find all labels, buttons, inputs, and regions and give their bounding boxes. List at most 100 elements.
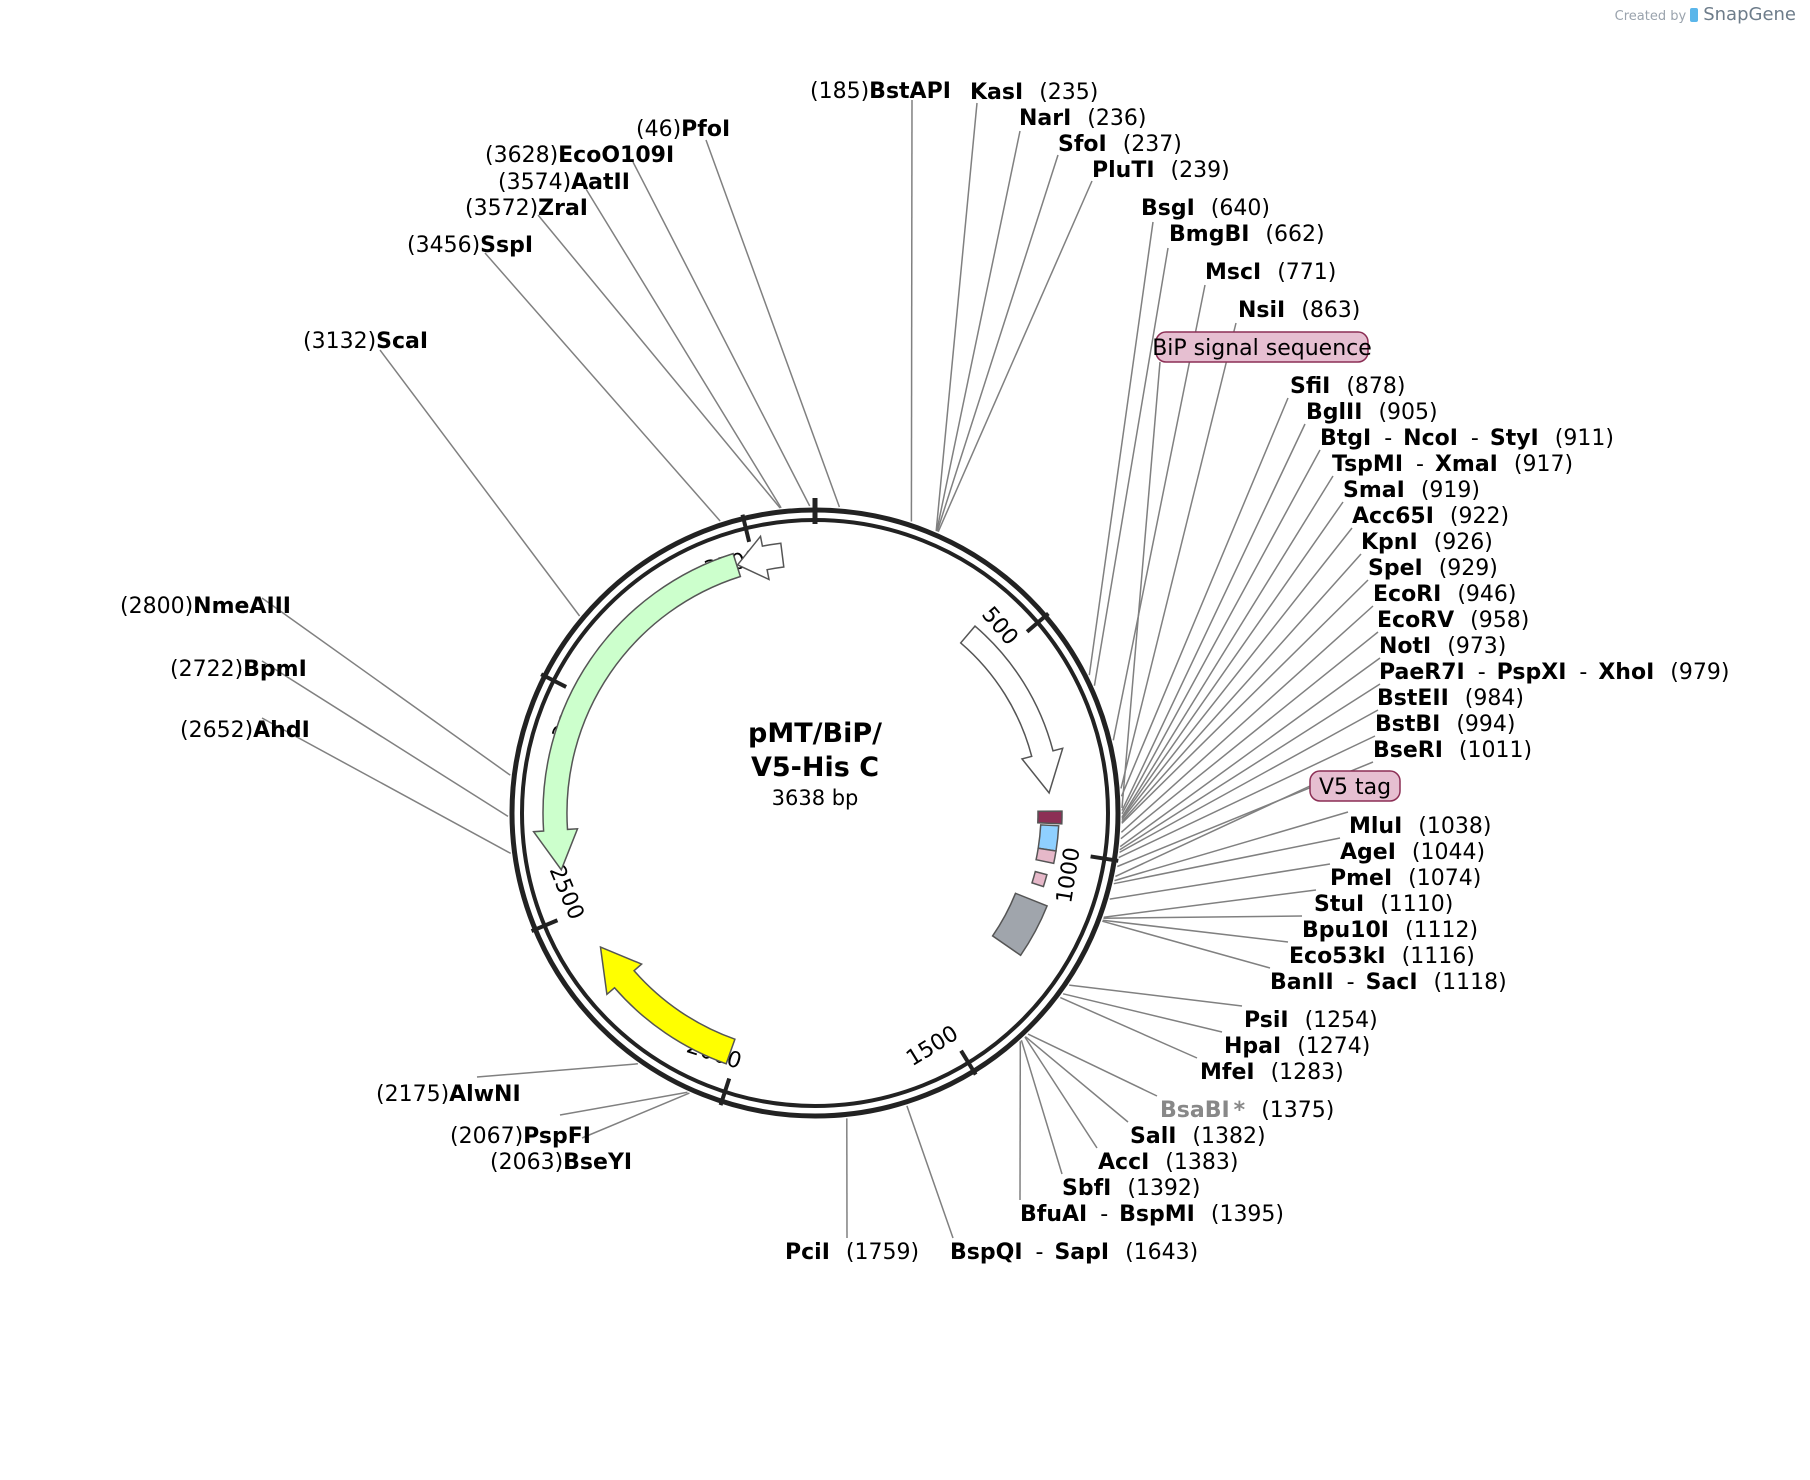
site-name: AccI	[1098, 1150, 1149, 1175]
feature-6xhis	[1031, 870, 1048, 888]
plasmid-name-line2: V5-His C	[751, 752, 879, 783]
site-position: (1254)	[1305, 1008, 1378, 1033]
site-label: MfeI(1283)	[1200, 1060, 1344, 1085]
site-position: (1383)	[1165, 1150, 1238, 1175]
site-name: MfeI	[1200, 1060, 1255, 1085]
site-label: BstEII(984)	[1377, 686, 1524, 711]
site-label: (3572)ZraI	[465, 196, 588, 221]
site-label: PaeR7I - PspXI - XhoI(979)	[1379, 660, 1729, 685]
site-name: NmeAIII	[193, 594, 291, 619]
site-position: (2652)	[180, 718, 253, 743]
leader-line	[585, 188, 782, 509]
leader-line	[935, 130, 1021, 532]
site-label: EcoRI(946)	[1373, 582, 1516, 607]
leader-line	[261, 717, 512, 855]
site-label: BsgI(640)	[1141, 196, 1270, 221]
leader-line	[1113, 837, 1341, 885]
site-position: (958)	[1470, 608, 1529, 633]
site-name: HpaI	[1224, 1034, 1281, 1059]
feature-box	[1309, 770, 1401, 802]
site-label: PsiI (1254)	[1244, 1008, 1378, 1033]
site-position: (929)	[1439, 556, 1498, 581]
feature-ori	[599, 945, 736, 1065]
feature-ampr-promoter	[736, 534, 785, 581]
leader-line	[581, 1092, 690, 1139]
leader-line	[476, 1063, 638, 1078]
leader-line	[632, 161, 811, 507]
leader-line	[1120, 322, 1237, 789]
leader-line	[1069, 984, 1243, 1007]
site-label: NotI(973)	[1379, 634, 1506, 659]
plasmid-name-line1: pMT/BiP/	[748, 718, 882, 749]
site-position: (2800)	[120, 594, 193, 619]
site-position: (46)	[636, 117, 681, 142]
site-label: Acc65I(922)	[1352, 504, 1509, 529]
site-position: (919)	[1421, 478, 1480, 503]
site-name: AgeI	[1340, 840, 1396, 865]
site-label: (2175)AlwNI	[376, 1082, 521, 1107]
site-name: BpmI	[243, 657, 307, 682]
leader-line	[559, 1091, 688, 1116]
leader-line	[1121, 475, 1334, 818]
leader-line	[1024, 1036, 1129, 1123]
site-name: PsiI	[1244, 1008, 1289, 1033]
site-label: SalI(1382)	[1130, 1124, 1266, 1149]
feature-mt-promoter	[959, 625, 1064, 795]
leader-line	[1062, 993, 1223, 1033]
site-name: XhoI	[1598, 660, 1654, 685]
leader-line	[379, 349, 581, 617]
leader-line	[484, 252, 721, 522]
feature-box	[1155, 331, 1369, 363]
leader-line	[1121, 449, 1321, 815]
site-label: Eco53kI(1116)	[1289, 944, 1475, 969]
site-position: (863)	[1301, 298, 1360, 323]
leader-line	[906, 1105, 954, 1239]
leader-line	[1103, 915, 1303, 919]
plasmid-center-label: pMT/BiP/ V5-His C 3638 bp	[748, 718, 882, 810]
site-name: XmaI	[1435, 452, 1498, 477]
leader-line	[1121, 527, 1353, 821]
site-position: (905)	[1378, 400, 1437, 425]
leader-lines	[261, 99, 1381, 1239]
leader-line	[1119, 683, 1381, 851]
site-position: (2175)	[376, 1082, 449, 1107]
site-position: (984)	[1465, 686, 1524, 711]
site-name: TspMI	[1332, 452, 1403, 477]
site-label: Bpu10I(1112)	[1302, 918, 1478, 943]
site-position: (1112)	[1405, 918, 1478, 943]
site-name: EcoRI	[1373, 582, 1441, 607]
site-name: BspMI	[1119, 1202, 1195, 1227]
leader-line	[1102, 920, 1271, 969]
site-position: (1395)	[1211, 1202, 1284, 1227]
leader-line	[705, 139, 841, 508]
site-name: PspFI	[523, 1124, 591, 1149]
site-label: (3628)EcoO109I	[485, 143, 674, 168]
leader-line	[1103, 889, 1317, 918]
tick-mark	[530, 918, 559, 933]
site-label: (2067)PspFI	[450, 1124, 591, 1149]
leader-line	[1024, 1036, 1098, 1149]
site-position: (1074)	[1408, 866, 1481, 891]
credit-brand: SnapGene	[1703, 4, 1796, 25]
site-position: (1375)	[1261, 1098, 1334, 1123]
site-label: AccI (1383)	[1098, 1150, 1238, 1175]
site-label: HpaI(1274)	[1224, 1034, 1370, 1059]
site-name: StuI	[1314, 892, 1364, 917]
tick-mark	[1090, 854, 1119, 863]
site-position: (1392)	[1127, 1176, 1200, 1201]
leader-line	[1020, 1039, 1063, 1175]
leader-line	[937, 180, 1093, 533]
site-name: BsgI	[1141, 196, 1195, 221]
leader-line	[1120, 631, 1379, 840]
site-position: (239)	[1171, 158, 1230, 183]
site-position: (3628)	[485, 143, 558, 168]
tick-label: 1500	[902, 1021, 963, 1072]
leader-line	[1027, 1033, 1158, 1097]
leader-line	[537, 214, 781, 509]
site-position: (973)	[1447, 634, 1506, 659]
site-label: MscI(771)	[1205, 260, 1336, 285]
site-label: TspMI - XmaI(917)	[1332, 452, 1573, 477]
backbone-inner	[520, 518, 1110, 1108]
leader-line	[1119, 657, 1381, 848]
